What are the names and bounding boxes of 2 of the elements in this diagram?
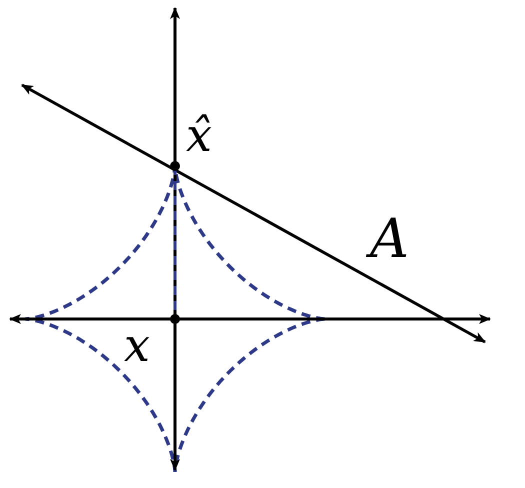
- math-label: x: [124, 322, 150, 368]
- math-label: x̂: [186, 112, 212, 158]
